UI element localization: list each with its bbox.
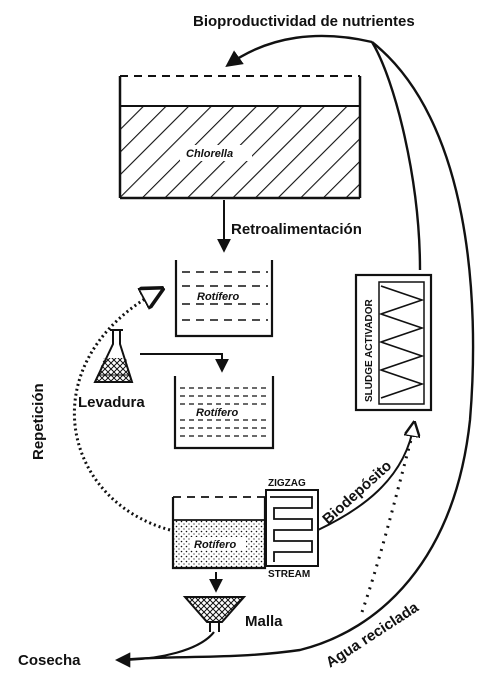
rotifero-label-2: Rotífero	[196, 407, 238, 419]
cosecha-label: Cosecha	[18, 652, 81, 669]
rotifero-tank-3: Rotífero	[171, 496, 267, 570]
levadura-flask	[93, 329, 134, 383]
nutrients-feedback-arrow	[225, 34, 373, 67]
malla-label: Malla	[245, 613, 283, 630]
sludge-activador-box: SLUDGE ACTIVADOR	[354, 273, 433, 412]
rotifero-label-1: Rotífero	[197, 291, 239, 303]
rotifero-tank-2: Rotífero	[173, 376, 275, 450]
stream-label: STREAM	[268, 569, 310, 580]
sludge-label: SLUDGE ACTIVADOR	[364, 298, 375, 402]
repeticion-label: Repetición	[30, 383, 47, 460]
rotifero-tank-1: Rotífero	[174, 260, 274, 338]
malla-funnel	[182, 596, 247, 632]
zigzag-label: ZIGZAG	[268, 478, 306, 489]
retroalimentacion-label: Retroalimentación	[231, 221, 362, 238]
cosecha-arrow	[114, 631, 215, 668]
rotifero-label-3: Rotífero	[194, 539, 236, 551]
agua-label: Agua reciclada	[323, 599, 422, 672]
right-loop-to-sludge	[370, 41, 422, 271]
top-label: Bioproductividad de nutrientes	[193, 13, 415, 30]
chlorella-tank: Chlorella	[118, 75, 362, 200]
outer-loop-curve	[119, 41, 475, 662]
zigzag-stream: ZIGZAG STREAM	[265, 478, 319, 580]
levadura-arrow	[140, 353, 229, 373]
levadura-label: Levadura	[78, 394, 145, 411]
biodeposito-label: Biodepósito	[319, 457, 395, 528]
chlorella-label: Chlorella	[186, 148, 233, 160]
repeticion-arrow	[72, 290, 171, 532]
